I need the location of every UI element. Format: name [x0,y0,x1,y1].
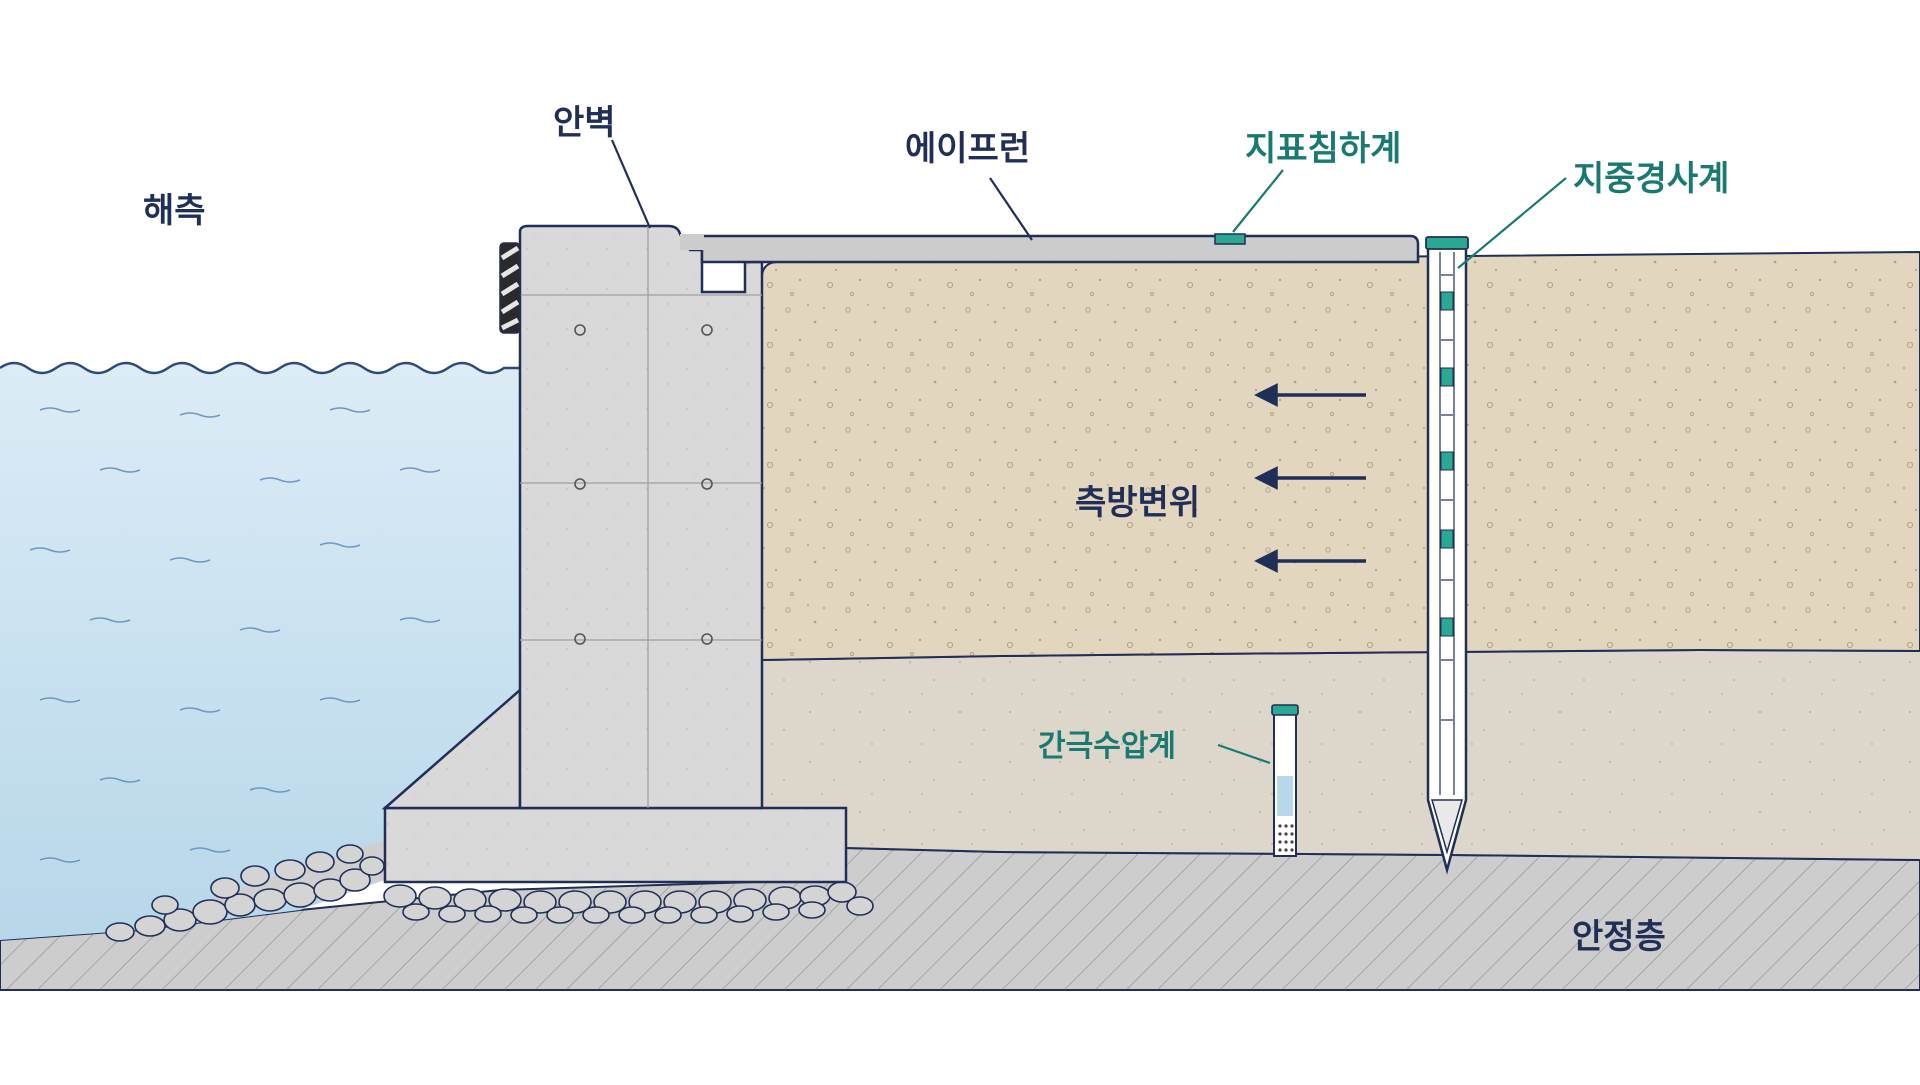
quay-wall-footing [383,806,848,884]
fender-stripes-icon [499,242,521,334]
label-quay-wall: 안벽 [553,103,616,143]
piezometer-standpipe [1271,704,1299,857]
clay-layer-bottom-line [845,847,1920,861]
label-apron: 에이프런 [905,129,1030,169]
clay-layer-region [762,650,1920,860]
inclinometer-casing [1425,236,1469,875]
apron-support-ledge [680,234,704,250]
label-leader-lines [610,139,1567,765]
sand-backfill-region [761,250,1920,662]
label-piezometer: 간극수압계 [1038,729,1176,764]
quay-wall-stem [518,224,764,810]
label-stable-layer: 안정층 [1572,917,1666,957]
rubble-mound [105,840,874,942]
surface-settlement-gauge-marker [1214,233,1246,245]
wall-panel-joints [520,226,762,808]
arrow-left-icon [1254,383,1366,573]
sea-water-region [0,363,520,940]
label-lateral-displacement: 측방변위 [1075,483,1200,523]
label-surface-settlement-gauge: 지표침하계 [1245,129,1401,169]
wall-tie-holes [574,324,713,645]
label-sea-side: 해측 [143,191,206,231]
inclinometer-sensor-segments [1440,291,1454,637]
water-surface-line [0,361,520,375]
label-inclinometer: 지중경사계 [1573,159,1729,199]
apron-slab [700,234,1420,264]
water-ripples [29,407,441,863]
